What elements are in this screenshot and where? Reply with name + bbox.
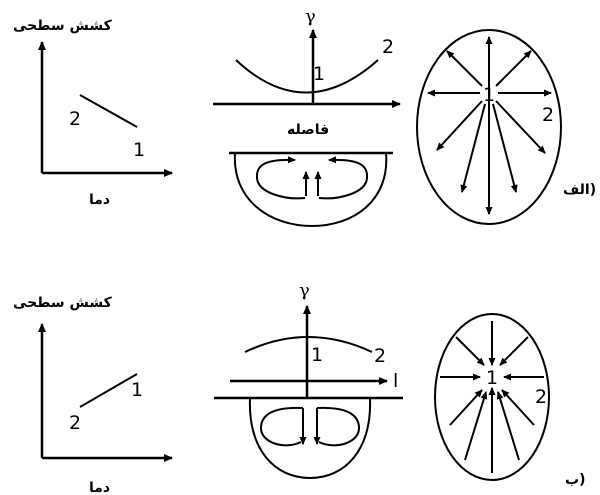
drop-a-arrow-sse <box>492 103 518 193</box>
flow-b-curve-label: 2 <box>374 345 386 367</box>
flow-b-left-cell <box>259 406 304 447</box>
flow-a-distance-label: فاصله <box>287 122 329 138</box>
drop-b: 1 2 <box>434 313 550 481</box>
drop-a-outline <box>416 29 562 225</box>
drop-b-arrow-sw <box>449 389 483 426</box>
graph-a-x-label: دما <box>89 192 110 208</box>
flow-a: γ 2 1 فاصله <box>213 6 401 228</box>
drop-a-arrow-sw <box>436 100 483 151</box>
graph-a-point-start: 2 <box>69 108 81 130</box>
graph-b: کشش سطحی دما 2 1 <box>13 295 173 495</box>
drop-b-center-label: 1 <box>486 367 498 389</box>
drop-a-edge-label: 2 <box>542 104 554 126</box>
flow-b: γ 2 1 l <box>214 280 403 480</box>
graph-b-point-end: 1 <box>131 379 143 401</box>
drop-b-arrow-ssw <box>464 391 488 461</box>
drop-a-arrow-se <box>495 100 546 154</box>
flow-a-drop-section <box>229 151 393 228</box>
flow-b-drop-section <box>214 396 403 480</box>
caption-a: الف) <box>563 182 596 198</box>
flow-b-distance-label: l <box>393 370 398 392</box>
drop-a-arrow-ssw <box>460 103 486 193</box>
flow-b-point-label: 1 <box>311 344 323 366</box>
graph-a-trend-line <box>79 94 138 128</box>
flow-a-gamma-label: γ <box>305 6 316 27</box>
graph-b-x-label: دما <box>89 480 110 495</box>
drop-b-arrow-sse <box>496 391 520 461</box>
flow-b-outer-wall <box>248 397 372 480</box>
flow-b-gamma-label: γ <box>299 280 310 301</box>
graph-a-point-end: 1 <box>133 139 145 161</box>
graph-a-y-label: کشش سطحی <box>13 18 113 34</box>
drop-a-arrow-nw <box>446 50 483 87</box>
graph-b-y-label: کشش سطحی <box>13 295 113 311</box>
drop-b-arrow-ne <box>499 336 529 366</box>
drop-a-arrow-ne <box>495 50 532 87</box>
flow-a-point-label: 1 <box>313 63 325 85</box>
flow-a-left-cell <box>255 156 306 200</box>
drop-b-arrow-se <box>501 389 535 426</box>
graph-b-point-start: 2 <box>69 412 81 434</box>
panel-a: کشش سطحی دما 2 1 γ 2 1 فاصله <box>13 6 596 228</box>
flow-a-curve-label: 2 <box>382 36 394 58</box>
caption-b: ب) <box>565 472 585 488</box>
graph-a: کشش سطحی دما 2 1 <box>13 18 173 208</box>
flow-a-outer-wall <box>233 152 388 228</box>
drop-b-outline <box>434 313 550 481</box>
drop-b-arrow-nw <box>455 336 485 366</box>
drop-b-edge-label: 2 <box>535 386 547 408</box>
drop-a-center-label: 1 <box>483 84 495 106</box>
drop-a: 1 2 <box>416 29 562 225</box>
flow-a-tension-curve <box>235 59 379 94</box>
graph-b-trend-line <box>79 373 138 408</box>
flow-a-right-cell <box>318 156 369 200</box>
panel-b: کشش سطحی دما 2 1 γ 2 1 l <box>13 280 585 495</box>
flow-b-right-cell <box>316 406 361 447</box>
flow-b-tension-curve <box>244 336 373 353</box>
